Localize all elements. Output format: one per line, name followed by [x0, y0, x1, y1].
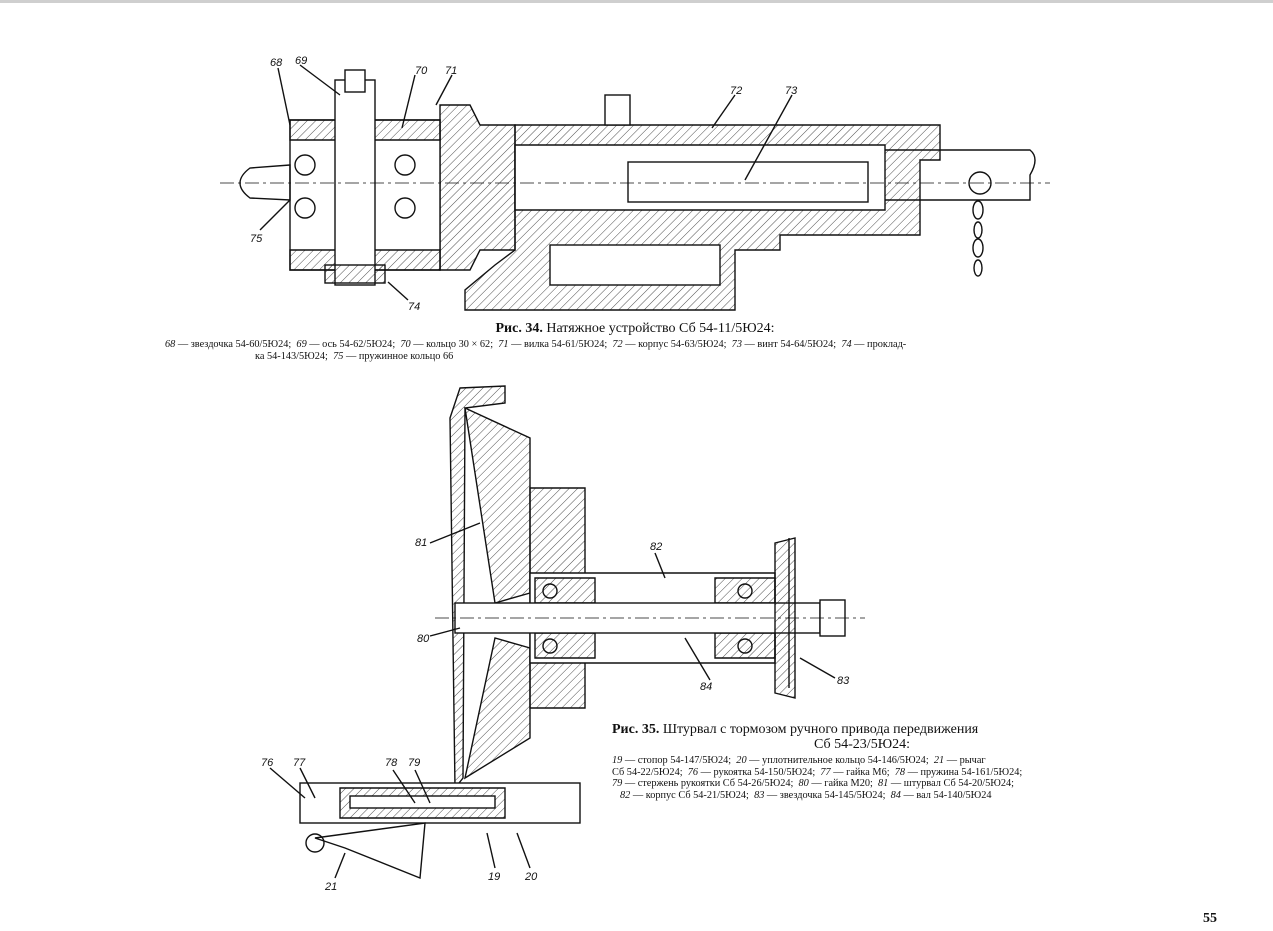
fig34-drawing: 68 69 70 71 72 73 74 75: [140, 50, 1060, 320]
fig35-label-19: 19: [488, 871, 500, 883]
fig34-label-70: 70: [415, 65, 428, 77]
fig34-legend-item: 73 — винт 54-64/5Ю24;: [731, 339, 837, 350]
fig34-legend-line2: ка 54-143/5Ю24; 75 — пружинное кольцо 66: [255, 350, 454, 362]
fig35-label-81: 81: [415, 537, 427, 549]
fig35-label-82: 82: [650, 541, 662, 553]
fig35-legend-line: Сб 54-22/5Ю24; 76 — рукоятка 54-150/5Ю24…: [612, 766, 1023, 778]
fig35-label-76: 76: [261, 757, 274, 769]
fig35-legend-line: 82 — корпус Сб 54-21/5Ю24; 83 — звездочк…: [620, 789, 992, 801]
fig34-legend-item: 69 — ось 54-62/5Ю24;: [296, 339, 396, 350]
fig34-label-74: 74: [408, 301, 420, 313]
page-number: 55: [1203, 911, 1217, 926]
fig34-legend: 68 — звездочка 54-60/5Ю24; 69 — ось 54-6…: [165, 339, 1105, 362]
fig34-label-68: 68: [270, 57, 283, 69]
fig34-legend-item: 74 — проклад-: [841, 339, 907, 350]
fig34-legend-item: 75 — пружинное кольцо 66: [333, 350, 454, 362]
fig34-label-71: 71: [445, 65, 457, 77]
fig34-label-72: 72: [730, 85, 742, 97]
fig35-label-20: 20: [524, 871, 538, 883]
fig35-label-78: 78: [385, 757, 398, 769]
fig35-label-84: 84: [700, 681, 712, 693]
top-edge: [0, 0, 1273, 3]
fig34-legend-item: 68 — звездочка 54-60/5Ю24;: [165, 339, 292, 350]
fig35-drawing: 81 82 80 84 83 76 77 78 79 21 19 20: [255, 378, 875, 898]
fig35-label-79: 79: [408, 757, 420, 769]
fig35-label-77: 77: [293, 757, 306, 769]
fig34-caption: Рис. 34. Натяжное устройство Сб 54-11/5Ю…: [165, 321, 1105, 362]
fig34-title: Рис. 34. Натяжное устройство Сб 54-11/5Ю…: [495, 321, 775, 336]
fig34-label-73: 73: [785, 85, 798, 97]
fig35-label-83: 83: [837, 675, 850, 687]
fig35-title-line2: Сб 54-23/5Ю24:: [814, 737, 910, 752]
fig34-legend-item: 72 — корпус 54-63/5Ю24;: [612, 339, 727, 350]
fig35-caption: Рис. 35. Штурвал с тормозом ручного прив…: [612, 722, 1112, 801]
fig34-label-69: 69: [295, 55, 307, 67]
fig35-legend: 19 — стопор 54-147/5Ю24; 20 — уплотнител…: [612, 755, 1112, 801]
fig34-label-75: 75: [250, 233, 263, 245]
fig35-label-80: 80: [417, 633, 430, 645]
fig35-legend-line: 79 — стержень рукоятки Сб 54-26/5Ю24; 80…: [612, 778, 1015, 789]
fig34-legend-item: 71 — вилка 54-61/5Ю24;: [498, 339, 608, 350]
fig35-label-21: 21: [324, 881, 337, 893]
fig35-title: Рис. 35. Штурвал с тормозом ручного прив…: [612, 722, 979, 737]
fig34-legend-item: 70 — кольцо 30 × 62;: [400, 339, 494, 350]
fig35-legend-line: 19 — стопор 54-147/5Ю24; 20 — уплотнител…: [612, 755, 986, 766]
